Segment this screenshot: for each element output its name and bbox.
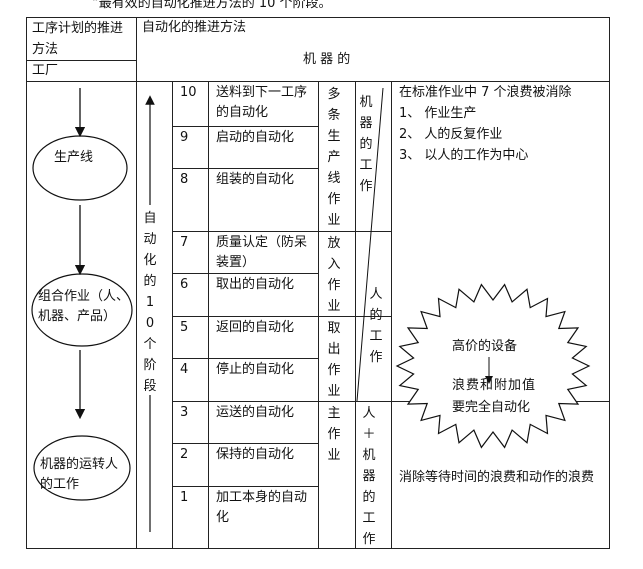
- ellipse-combined-work: [31, 273, 133, 347]
- stage-name: 启动的自动化: [216, 130, 295, 145]
- ellipse-machine-operation: [33, 435, 131, 501]
- burst-text-3: 要完全自动化: [452, 400, 531, 415]
- ellipse-label-combined-work: 组合作业（人、机器、产品）: [38, 289, 130, 324]
- label-human-work: 人的工作: [369, 287, 383, 365]
- notes-bottom: 消除等待时间的浪费和动作的浪费: [399, 470, 595, 485]
- header-plan-method: 工序计划的推进方法: [32, 21, 124, 57]
- label-human-plus-machine: 人＋机器的工作: [362, 406, 376, 547]
- stage-name: 返回的自动化: [216, 320, 295, 335]
- work-type-multi: 多条生产线作业: [327, 87, 341, 228]
- starburst-shape: [395, 283, 591, 449]
- header-machine: 机 器 的: [303, 52, 351, 67]
- burst-text-1: 高价的设备: [452, 339, 518, 354]
- caption: “最有效的自动化推进方法的 10 个阶段。: [92, 0, 332, 11]
- diagonal-divider: [356, 87, 384, 402]
- stage-name: 送料到下一工序的自动化: [216, 85, 308, 120]
- stage-number: 2: [180, 447, 189, 462]
- stage-name: 运送的自动化: [216, 405, 295, 420]
- burst-text-2: 浪费和附加值: [452, 378, 537, 393]
- label-machine-work: 机器的工作: [359, 95, 373, 194]
- header-factory: 工厂: [32, 63, 59, 78]
- stage-number: 6: [180, 277, 189, 292]
- stage-number: 5: [180, 320, 189, 335]
- header-automation-method: 自动化的推进方法: [142, 20, 247, 35]
- notes-title: 在标准作业中 7 个浪费被消除: [399, 85, 572, 100]
- stage-number: 7: [180, 235, 189, 250]
- stage-number: 1: [180, 490, 189, 505]
- stage-name: 组装的自动化: [216, 172, 295, 187]
- work-type-main: 主作业: [327, 406, 341, 463]
- stage-name: 质量认定（防呆装置）: [216, 235, 308, 270]
- work-type-take: 取出作业: [327, 321, 341, 399]
- ellipse-label-machine-operation: 机器的运转人的工作: [40, 457, 119, 492]
- stage-number: 4: [180, 362, 189, 377]
- stage-number: 9: [180, 130, 189, 145]
- notes-item-2: 2、 人的反复作业: [399, 127, 503, 142]
- stage-name: 取出的自动化: [216, 277, 295, 292]
- stage-number: 3: [180, 405, 189, 420]
- notes-item-3: 3、 以人的工作为中心: [399, 148, 529, 163]
- stage-number: 8: [180, 172, 189, 187]
- ellipse-label-production-line: 生产线: [54, 150, 94, 165]
- notes-item-1: 1、 作业生产: [399, 106, 477, 121]
- stage-number: 10: [180, 85, 197, 100]
- work-type-put: 放入作业: [327, 236, 341, 314]
- ellipse-production-line: [32, 135, 128, 201]
- stage-name: 停止的自动化: [216, 362, 295, 377]
- stages-label: 自动化的10个阶段: [143, 211, 157, 394]
- stage-name: 保持的自动化: [216, 447, 295, 462]
- stage-name: 加工本身的自动化: [216, 490, 308, 525]
